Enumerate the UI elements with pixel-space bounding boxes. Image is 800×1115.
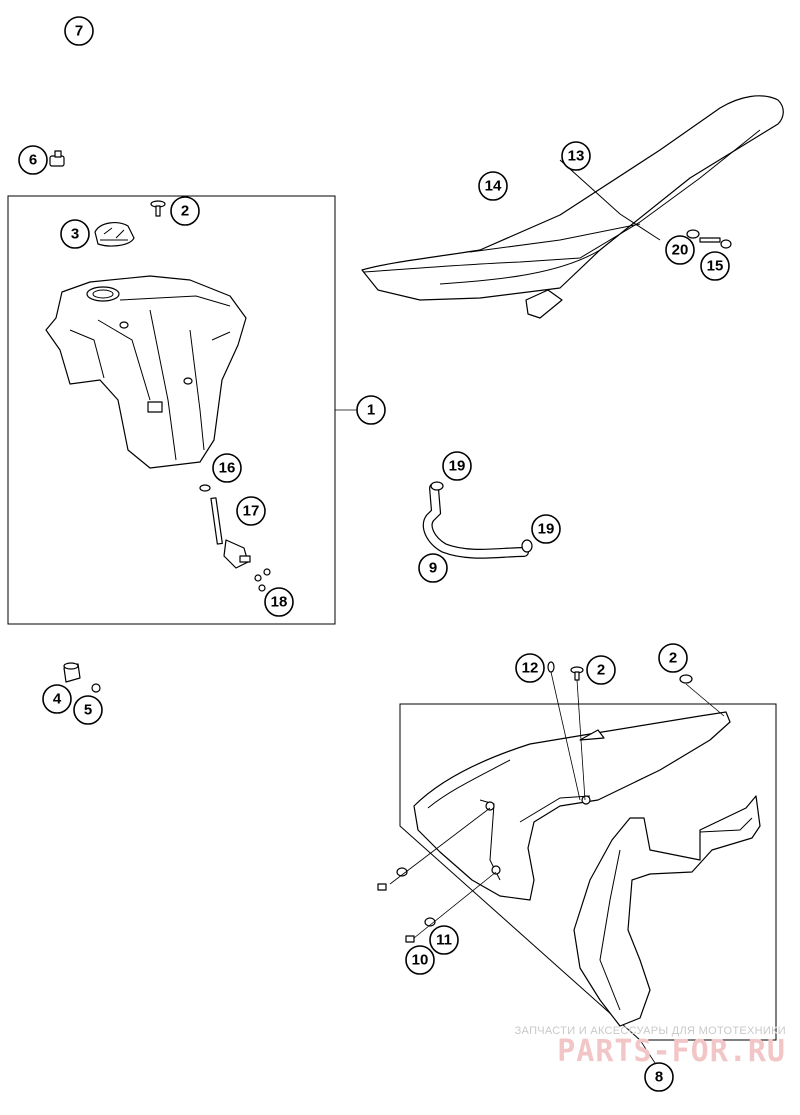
- callout-20: 20: [665, 235, 695, 265]
- callout-18: 18: [264, 587, 294, 617]
- svg-text:18: 18: [271, 594, 288, 611]
- seat: [361, 95, 784, 319]
- callout-8: 8: [644, 1062, 674, 1092]
- bushing-screw: [91, 683, 101, 693]
- fuel-hose: [422, 483, 529, 559]
- svg-text:8: 8: [655, 1069, 663, 1086]
- svg-text:20: 20: [672, 242, 689, 259]
- svg-text:17: 17: [243, 503, 260, 520]
- svg-text:7: 7: [75, 23, 83, 40]
- o-ring: [199, 484, 211, 492]
- spoiler-screw-12: [547, 661, 555, 673]
- svg-text:14: 14: [485, 178, 502, 195]
- callout-19-top: 19: [442, 451, 472, 481]
- callout-9: 9: [418, 553, 448, 583]
- spoiler-group-frame: [399, 703, 777, 1041]
- svg-text:1: 1: [367, 402, 375, 419]
- seat-screw: [699, 237, 732, 249]
- svg-text:13: 13: [568, 148, 585, 165]
- spoiler-screw-2-mid: [570, 666, 584, 681]
- svg-text:2: 2: [597, 662, 605, 679]
- callout-16: 16: [212, 453, 242, 483]
- spoiler-screw-10: [405, 935, 415, 943]
- hose-clamp-bottom: [521, 539, 533, 553]
- tank-cap: [94, 222, 135, 247]
- svg-text:15: 15: [707, 258, 724, 275]
- svg-text:19: 19: [449, 458, 466, 475]
- callout-11: 11: [429, 925, 459, 955]
- callout-19-bottom: 19: [531, 514, 561, 544]
- svg-text:2: 2: [669, 650, 677, 667]
- svg-text:9: 9: [429, 560, 437, 577]
- watermark-brand: PARTS-FOR.RU: [557, 1034, 786, 1069]
- callout-1: 1: [356, 395, 386, 425]
- callout-5: 5: [73, 695, 103, 725]
- tank-screw: [150, 200, 166, 217]
- fuel-tap-screws: [254, 568, 271, 592]
- svg-text:12: 12: [522, 660, 539, 677]
- callout-3: 3: [60, 219, 90, 249]
- callout-8-leader: [639, 1039, 656, 1064]
- callout-2: 2: [170, 196, 200, 226]
- breather-valve: [49, 150, 65, 167]
- spoiler-washer-11: [424, 917, 436, 927]
- callout-7: 7: [64, 16, 94, 46]
- left-spoiler: [413, 711, 731, 901]
- callout-15: 15: [700, 251, 730, 281]
- svg-text:4: 4: [53, 691, 62, 708]
- svg-text:5: 5: [84, 702, 92, 719]
- spoiler-screw-lower: [377, 867, 408, 891]
- watermark-caption: ЗАПЧАСТИ И АКСЕССУАРЫ ДЛЯ МОТОТЕХНИКИ: [514, 1025, 786, 1037]
- watermark: ЗАПЧАСТИ И АКСЕССУАРЫ ДЛЯ МОТОТЕХНИКИ PA…: [515, 1025, 786, 1067]
- right-spoiler: [573, 795, 761, 1027]
- svg-text:10: 10: [412, 952, 429, 969]
- callout-17: 17: [236, 496, 266, 526]
- svg-text:2: 2: [181, 203, 189, 220]
- seat-bushing: [686, 229, 700, 239]
- bushing: [63, 662, 81, 683]
- callout-13: 13: [561, 141, 591, 171]
- leader-lines: [335, 409, 725, 939]
- spoiler-screw-2-right: [679, 674, 693, 684]
- svg-text:11: 11: [436, 932, 452, 949]
- callout-2-right: 2: [658, 643, 688, 673]
- callout-12: 12: [515, 653, 545, 683]
- svg-text:16: 16: [219, 460, 236, 477]
- fuel-tank: [45, 275, 247, 469]
- hose-clamp-top: [430, 481, 444, 491]
- callout-6: 6: [18, 145, 48, 175]
- callout-2-mid: 2: [586, 655, 616, 685]
- callout-4: 4: [42, 684, 72, 714]
- callout-10: 10: [405, 945, 435, 975]
- fuel-tap: [210, 497, 251, 569]
- breather-hose: [53, 40, 136, 139]
- svg-text:3: 3: [71, 226, 79, 243]
- svg-text:19: 19: [538, 521, 555, 538]
- callout-14: 14: [478, 171, 508, 201]
- svg-text:6: 6: [29, 152, 37, 169]
